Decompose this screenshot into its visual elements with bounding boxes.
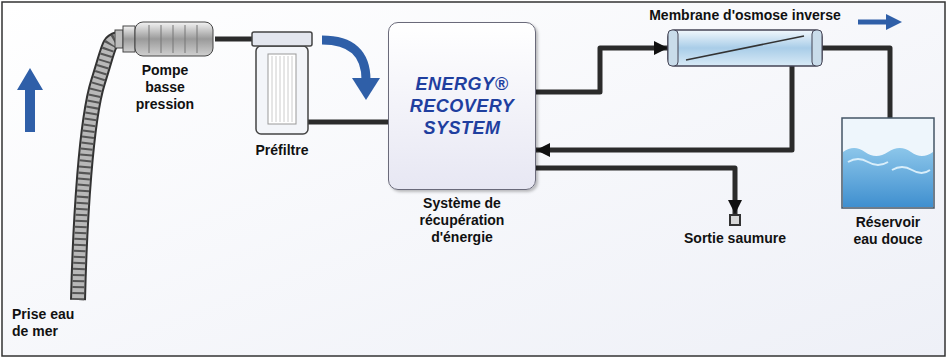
pump-shape <box>115 22 215 56</box>
flow-arrow <box>17 68 43 132</box>
part-label: Système de récupération d'énergie <box>395 195 529 246</box>
prefilter-shape <box>252 32 312 136</box>
intake-hose <box>78 39 118 300</box>
part-label: Préfiltre <box>237 142 327 159</box>
pipe-connector <box>215 37 252 42</box>
part-label: Pompe basse pression <box>128 62 202 113</box>
freshwater-tank-shape <box>842 118 934 208</box>
part-label: Membrane d'osmose inverse <box>649 7 841 24</box>
pump: Pompe basse pression <box>115 22 215 56</box>
brine-outlet: Sortie saumure <box>729 214 741 226</box>
membrane: Membrane d'osmose inverse <box>668 30 822 66</box>
prefilter: Préfiltre <box>252 32 312 136</box>
freshwater-tank: Réservoir eau douce <box>842 118 934 208</box>
flow-arrow <box>322 40 380 100</box>
pipe-connector <box>822 48 890 118</box>
membrane-shape <box>668 30 822 66</box>
part-label: Réservoir eau douce <box>842 214 934 248</box>
part-label: Prise eau de mer <box>12 306 90 340</box>
flow-arrow <box>858 14 902 30</box>
energy-recovery-box: ENERGY® RECOVERY SYSTEMSystème de récupé… <box>388 22 536 190</box>
pipe-connector <box>308 120 388 125</box>
box-title: ENERGY® RECOVERY SYSTEM <box>398 73 526 139</box>
pipe-connector <box>536 66 792 150</box>
pipe-connector <box>536 168 735 214</box>
pipe-connector <box>536 48 668 92</box>
part-label: Sortie saumure <box>670 230 800 247</box>
